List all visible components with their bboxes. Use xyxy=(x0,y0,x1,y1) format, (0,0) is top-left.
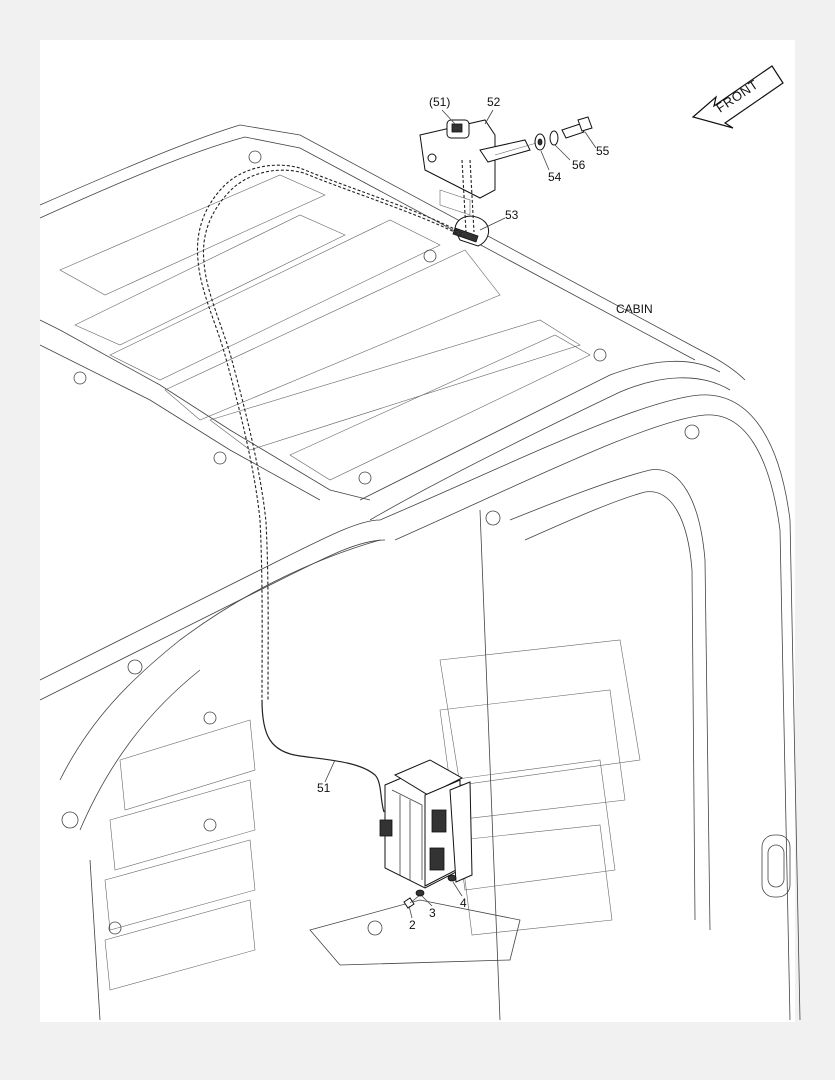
cabin-roof xyxy=(39,124,746,521)
callout-55: 55 xyxy=(596,144,610,158)
callout-2: 2 xyxy=(409,918,416,932)
callout-54: 54 xyxy=(548,170,562,184)
callout-51: 51 xyxy=(317,781,331,795)
antenna-53 xyxy=(439,189,489,247)
callout-53: 53 xyxy=(505,208,519,222)
callout-52: 52 xyxy=(487,95,501,109)
callout-3: 3 xyxy=(429,906,436,920)
callout-4: 4 xyxy=(460,896,467,910)
controller-unit xyxy=(379,759,473,889)
callout-51-ref: (51) xyxy=(429,95,451,109)
leader-lines xyxy=(324,109,597,919)
callout-56: 56 xyxy=(572,158,586,172)
harness-51 xyxy=(196,159,475,813)
cabin-frame xyxy=(39,394,801,1021)
antenna-bracket-52 xyxy=(419,119,531,199)
assembly-label-cabin: CABIN xyxy=(616,302,653,316)
screw-set xyxy=(403,874,457,909)
fastener-set xyxy=(494,116,593,156)
